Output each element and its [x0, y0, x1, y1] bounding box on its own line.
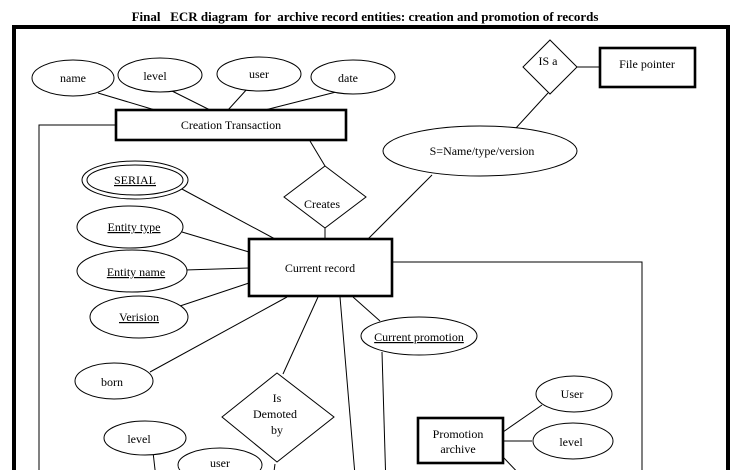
edge-creation-creates — [309, 140, 326, 167]
attribute-user-top: user — [216, 56, 302, 92]
entity-label: File pointer — [619, 57, 675, 71]
attribute-label: name — [60, 71, 86, 85]
edge-date-creation — [264, 90, 341, 111]
edge-current-demoted — [282, 296, 319, 375]
attribute-date: date — [310, 59, 396, 95]
attribute-verision: Verision — [89, 295, 189, 339]
attribute-level-bottom: level — [103, 420, 187, 456]
entity-label-line: archive — [440, 442, 475, 456]
relationship-label-line: Is — [273, 391, 282, 405]
relationship-diamond — [221, 372, 335, 463]
edge-current-promotion — [352, 296, 381, 322]
attribute-ellipse — [310, 59, 396, 95]
attribute-serial: SERIAL — [81, 160, 189, 200]
attribute-ellipse — [74, 362, 154, 400]
edge-sname-current — [367, 174, 433, 240]
attribute-label: Entity type — [108, 220, 161, 234]
edge-promotion-down — [381, 351, 386, 470]
attribute-label: user — [210, 456, 230, 470]
edge-verision-current — [179, 282, 250, 307]
diagram-frame — [12, 25, 730, 470]
attribute-label: level — [559, 435, 583, 449]
attribute-ellipse-inner — [86, 164, 184, 196]
entity-box — [598, 46, 697, 89]
edge-archive-user — [502, 404, 543, 433]
edge-current-right — [392, 261, 643, 470]
relationship-is-demoted-by: Is Demoted by — [221, 372, 335, 463]
attribute-ellipse — [382, 125, 578, 177]
attribute-born: born — [74, 362, 154, 400]
attribute-ellipse — [89, 295, 189, 339]
connector-lines — [38, 66, 643, 470]
entity-label: Current record — [285, 261, 355, 275]
entity-box — [247, 237, 394, 298]
edge-born-current — [149, 296, 288, 373]
attribute-level-top: level — [117, 57, 203, 93]
entity-box — [416, 416, 505, 465]
entity-current-record: Current record — [247, 237, 394, 298]
entity-box — [114, 108, 348, 142]
relationship-label: Creates — [304, 197, 340, 211]
attribute-label: User — [561, 387, 584, 401]
attribute-ellipse — [532, 422, 614, 460]
edge-entitytype-current — [181, 231, 250, 253]
attribute-entity-type: Entity type — [76, 205, 184, 249]
attribute-ellipse — [117, 57, 203, 93]
attribute-ellipse — [31, 59, 115, 97]
relationship-label-line: by — [271, 423, 283, 437]
entity-creation-transaction: Creation Transaction — [114, 108, 348, 142]
edge-current-down — [339, 296, 356, 470]
attribute-ellipse — [76, 205, 184, 249]
attribute-label: S=Name/type/version — [430, 144, 535, 158]
attribute-label: born — [101, 375, 123, 389]
attribute-label: Entity name — [107, 265, 165, 279]
edge-demoted-down — [273, 463, 276, 470]
attribute-label: Verision — [119, 310, 159, 324]
attribute-label: date — [338, 71, 358, 85]
entity-promotion-archive: Promotion archive — [416, 416, 505, 465]
edge-serial-current — [179, 187, 276, 240]
attribute-s-name-type-version: S=Name/type/version — [382, 125, 578, 177]
relationship-diamond — [522, 39, 578, 95]
attribute-level-promo: level — [532, 422, 614, 460]
attribute-label: level — [127, 432, 151, 446]
diagram-title: Final ECR diagram for archive record ent… — [131, 9, 599, 24]
attribute-label: Current promotion — [374, 330, 464, 344]
attribute-ellipse — [103, 420, 187, 456]
entity-label-line: Promotion — [433, 427, 484, 441]
attribute-ellipse — [360, 316, 478, 356]
entity-file-pointer: File pointer — [598, 46, 697, 89]
attribute-label: SERIAL — [114, 173, 156, 187]
edge-creation-left — [38, 124, 116, 470]
edge-name-creation — [97, 92, 156, 111]
attribute-name: name — [31, 59, 115, 97]
edge-isa-sname — [515, 92, 549, 129]
entity-label: Creation Transaction — [181, 118, 281, 132]
relationship-diamond — [283, 165, 367, 229]
attribute-entity-name: Entity name — [76, 249, 188, 293]
relationship-creates: Creates — [283, 165, 367, 229]
edge-level-creation — [169, 89, 211, 111]
relationship-label-line: Demoted — [253, 407, 297, 421]
edge-archive-down — [502, 456, 517, 470]
attribute-ellipse — [76, 249, 188, 293]
relationship-label: IS a — [539, 54, 559, 68]
relationship-is-a: IS a — [522, 39, 578, 95]
attribute-user-bottom: user — [177, 447, 263, 470]
attribute-ellipse — [216, 56, 302, 92]
attribute-current-promotion: Current promotion — [360, 316, 478, 356]
attribute-label: user — [249, 67, 269, 81]
attribute-ellipse — [535, 375, 613, 413]
attribute-user-promo: User — [535, 375, 613, 413]
edge-user-creation — [227, 87, 249, 111]
attribute-label: level — [143, 69, 167, 83]
attribute-ellipse — [177, 447, 263, 470]
edge-entityname-current — [184, 267, 250, 271]
